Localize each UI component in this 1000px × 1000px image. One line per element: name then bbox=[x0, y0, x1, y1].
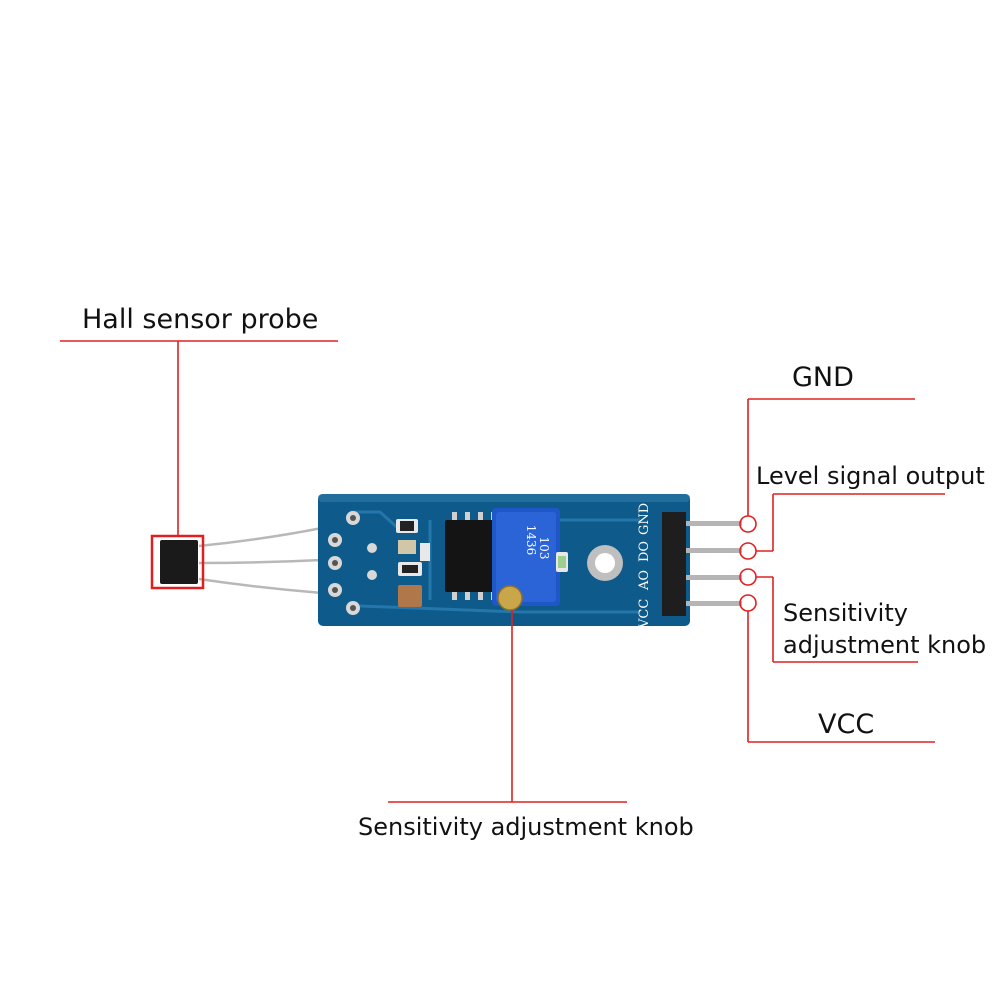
gnd-label: GND bbox=[792, 362, 854, 393]
silk-label-vcc: VCC bbox=[637, 599, 652, 629]
sensor-leads bbox=[198, 526, 323, 595]
vcc-label: VCC bbox=[818, 709, 875, 740]
pot-marking-2: 103 bbox=[537, 537, 551, 560]
hall-sensor-probe bbox=[160, 540, 198, 584]
hall-sensor-probe-label: Hall sensor probe bbox=[82, 304, 319, 335]
pin-silkscreen-labels: VCC AO DO GND bbox=[637, 503, 652, 629]
silk-label-ao: AO bbox=[637, 570, 652, 591]
sensitivity-knob-bottom-label: Sensitivity adjustment knob bbox=[358, 813, 694, 841]
callout-lines bbox=[60, 340, 945, 803]
sensitivity-knob-right-label-line1: Sensitivity bbox=[783, 599, 908, 627]
level-signal-output-label: Level signal output bbox=[756, 462, 985, 490]
silk-label-do: DO bbox=[637, 541, 652, 562]
smd-components bbox=[396, 519, 430, 607]
pot-adjust-screw bbox=[497, 585, 523, 611]
mounting-hole bbox=[587, 545, 623, 581]
sensitivity-knob-right-label-line2: adjustment knob bbox=[783, 631, 987, 659]
silk-label-gnd: GND bbox=[637, 503, 652, 535]
pot-marking-1: 1436 bbox=[524, 525, 538, 556]
potentiometer: 1436 103 bbox=[492, 508, 560, 611]
pin-header bbox=[662, 512, 742, 616]
pcb-pads bbox=[328, 511, 377, 615]
